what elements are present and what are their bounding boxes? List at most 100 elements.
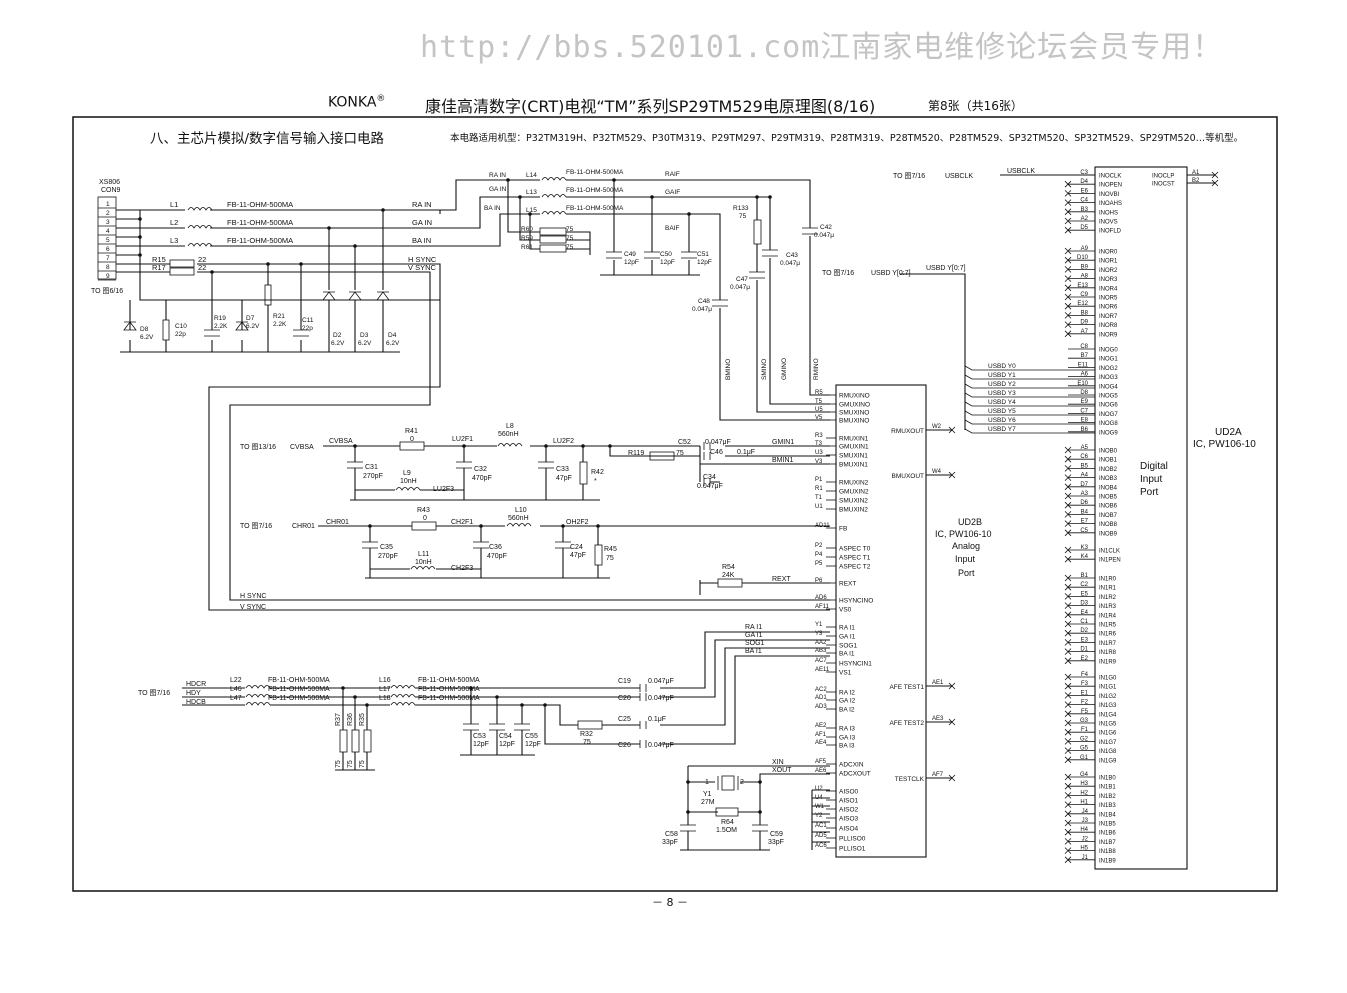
ud2a-pin-name: IN1G0 (1099, 676, 1117, 682)
c11-val: 22p (302, 325, 313, 332)
ud2a-pin-name: IN1B6 (1099, 831, 1116, 837)
c55-val: 12pF (525, 741, 541, 748)
ud2a-pin-name: INOHS (1099, 210, 1118, 216)
connector-pin: 5 (106, 237, 110, 244)
net-h-sync: H SYNC (408, 255, 437, 264)
ud2a-pin-name: INOB8 (1099, 522, 1118, 528)
hd-labels: TO 图7/16 HDCR HDY HDCB L22 L46 L47 FB-11… (138, 624, 765, 768)
ud2a-pin-number: B9 (1081, 264, 1089, 270)
net-ch2f1: CH2F1 (451, 519, 473, 526)
ud2a-pin-name: IN1R4 (1099, 613, 1117, 619)
r64-val: 1.5OM (716, 827, 737, 834)
r61-val: 75 (566, 244, 574, 251)
ud2b-pin-name: BMUXIN2 (839, 507, 868, 514)
c50-val: 12pF (660, 259, 675, 266)
inductor-coil (506, 523, 532, 527)
net-xout: XOUT (772, 767, 792, 774)
ud2b-pin-name: SMUXINO (839, 410, 869, 417)
junction-dot (353, 695, 357, 699)
l13-val: FB-11-OHM-500MA (566, 187, 624, 194)
junction-dot (686, 780, 690, 784)
y1-pin2: 2 (740, 779, 744, 786)
usbclk-label: USBCLK (945, 173, 973, 180)
ud2a-pin-name: INOCLP (1152, 174, 1174, 180)
ud2b-pin-number: U4 (815, 795, 823, 801)
l16-val: FB-11-OHM-500MA (418, 677, 480, 684)
r37-ref: R37 (335, 713, 342, 726)
ud2a-pin-name: IN1G7 (1099, 740, 1117, 746)
ud2a-pin-number: D4 (1080, 179, 1088, 185)
ud2a-func-3: Port (1140, 487, 1159, 498)
junction-dot (687, 212, 691, 216)
c58-val: 33pF (662, 839, 678, 846)
inductor-coil (245, 702, 271, 706)
ud2a-pin-name: IN1R1 (1099, 586, 1117, 592)
r15-ref: R15 (152, 255, 166, 264)
c26-val: 0.047μF (648, 742, 674, 749)
ud2a-pin-name: IN1B3 (1099, 803, 1116, 809)
c49-val: 12pF (624, 259, 639, 266)
ud2a-pin-name: INOB3 (1099, 476, 1118, 482)
l3-ref: L3 (170, 236, 178, 245)
ud2a-pin-number: E4 (1081, 610, 1089, 616)
net-lu2f2: LU2F2 (553, 438, 574, 445)
ud2a-pin-number: H5 (1080, 846, 1088, 852)
chroma-destination: TO 图7/16 (240, 522, 272, 530)
r21-ref: R21 (273, 313, 285, 320)
connector-pin: 4 (106, 228, 110, 235)
r119-ref: R119 (628, 450, 644, 457)
registered-mark: ® (376, 94, 386, 104)
c36-val: 470pF (487, 553, 507, 560)
junction-dot (138, 253, 142, 257)
diagram-frame (72, 116, 1278, 892)
r37-val: 75 (335, 760, 342, 768)
ud2b-pin-number: U2 (815, 786, 823, 792)
inductor-coil (187, 207, 213, 211)
c48-ref: C48 (698, 298, 710, 305)
c24-val: 47pF (570, 552, 586, 559)
ud2b-pin-name: AFE TEST2 (889, 720, 924, 727)
ud2b-pin-number: P4 (815, 552, 823, 558)
ud2a-pin-name: INOR4 (1099, 286, 1118, 292)
usbd-net-label: USBD Y3 (988, 390, 1016, 397)
c59-ref: C59 (770, 831, 783, 838)
junction-dot (495, 695, 499, 699)
ud2a-pin-number: F2 (1081, 700, 1089, 706)
cvbs-input: CVBSA (290, 444, 314, 451)
junction-dot (543, 703, 547, 707)
d3-ref: D3 (360, 332, 369, 339)
ud2a-pin-number: G1 (1080, 755, 1089, 761)
junction-dot (596, 524, 600, 528)
connector-destination: TO 图6/16 (91, 287, 123, 295)
ud2b-pin-number: U5 (815, 407, 823, 413)
c42-val: 0.047μ (814, 232, 834, 239)
ud2a-pin-name: INOR0 (1099, 250, 1118, 256)
d3-val: 6.2V (358, 340, 372, 347)
c33-ref: C33 (556, 466, 569, 473)
ud2b-labels: UD2B IC, PW106-10 Analog Input Port (935, 517, 992, 578)
junction-dot (138, 217, 142, 221)
crystal-labels: XIN XOUT 1 2 Y1 27M R64 1.5OM C58 33pF C… (662, 759, 792, 846)
sync-resistor (169, 267, 195, 276)
ud2a-pin-number: A3 (1081, 491, 1089, 497)
junction-dot (381, 208, 385, 212)
ud2a-pin-number: D3 (1080, 601, 1088, 607)
c46-ref: C46 (710, 449, 723, 456)
brand-label: KONKA® (328, 94, 385, 111)
c36-ref: C36 (489, 544, 502, 551)
c43-ref: C43 (786, 252, 798, 259)
inductor-coil (541, 177, 567, 181)
usbd-net-label: USBD Y0 (988, 363, 1016, 370)
c10-ref: C10 (175, 323, 187, 330)
l18-ref: L18 (379, 695, 391, 702)
ud2a-pin-name: INOG8 (1099, 421, 1118, 427)
ud2b-pin-name: VS0 (839, 607, 852, 614)
ud2a-pin-name: INOB4 (1099, 485, 1118, 491)
hd-input-cb: HDCB (186, 699, 206, 706)
ud2b-pin-name: PLLISO0 (839, 836, 866, 843)
ud2a-pin-number: D8 (1080, 390, 1088, 396)
inductor-coil (187, 225, 213, 229)
ud2b-pin-name: HSYNCINO (839, 598, 873, 605)
junction-dot (518, 195, 522, 199)
